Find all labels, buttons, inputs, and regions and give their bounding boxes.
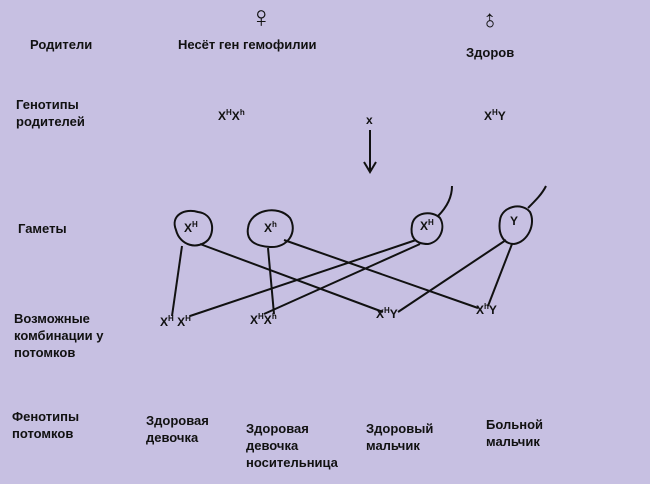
row-label-parents: Родители	[30, 37, 93, 52]
gamete-label: XH	[184, 220, 198, 235]
cross-line	[487, 243, 513, 307]
cross-line	[397, 239, 507, 313]
egg-gamete-2	[246, 209, 294, 249]
cross-line	[199, 243, 384, 313]
sperm-gamete-1	[410, 212, 444, 246]
phenotype-label: Больной мальчик	[486, 417, 543, 449]
male-parent-desc: Здоров	[466, 45, 515, 60]
row-label-combinations: Возможные комбинации у потомков	[14, 311, 104, 360]
gamete-label: Xh	[264, 220, 277, 235]
sperm-gamete-2	[498, 205, 533, 246]
sperm-tail-1	[437, 185, 453, 217]
phenotype-label: Здоровая девочка	[146, 413, 209, 445]
sperm-tail-2	[527, 185, 547, 209]
egg-gamete-1	[173, 210, 214, 247]
cross-line	[283, 239, 479, 309]
gamete-label: XH	[420, 218, 434, 233]
female-parent-desc: Несёт ген гемофилии	[178, 37, 317, 52]
offspring-genotype: XHXh	[250, 312, 277, 327]
female-genotype: XHXh	[218, 108, 245, 123]
row-label-parent-genotypes: Генотипы родителей	[16, 97, 85, 129]
phenotype-label: Здоровая девочка носительница	[246, 421, 338, 470]
cross-line	[189, 239, 417, 317]
offspring-genotype: XH XH	[160, 314, 191, 329]
row-label-gametes: Гаметы	[18, 221, 67, 236]
row-label-phenotypes: Фенотипы потомков	[12, 409, 80, 441]
cross-sign: x	[366, 113, 373, 127]
offspring-genotype: XHY	[376, 306, 398, 321]
gamete-label: Y	[510, 214, 519, 228]
cross-line	[267, 247, 275, 315]
female-symbol-icon: ♀	[250, 1, 273, 34]
arrow-head	[363, 161, 377, 174]
cross-line	[263, 243, 421, 315]
offspring-genotype: XhY	[476, 302, 497, 317]
phenotype-label: Здоровый мальчик	[366, 421, 434, 453]
cross-line	[171, 245, 183, 317]
male-genotype: XHY	[484, 108, 506, 123]
